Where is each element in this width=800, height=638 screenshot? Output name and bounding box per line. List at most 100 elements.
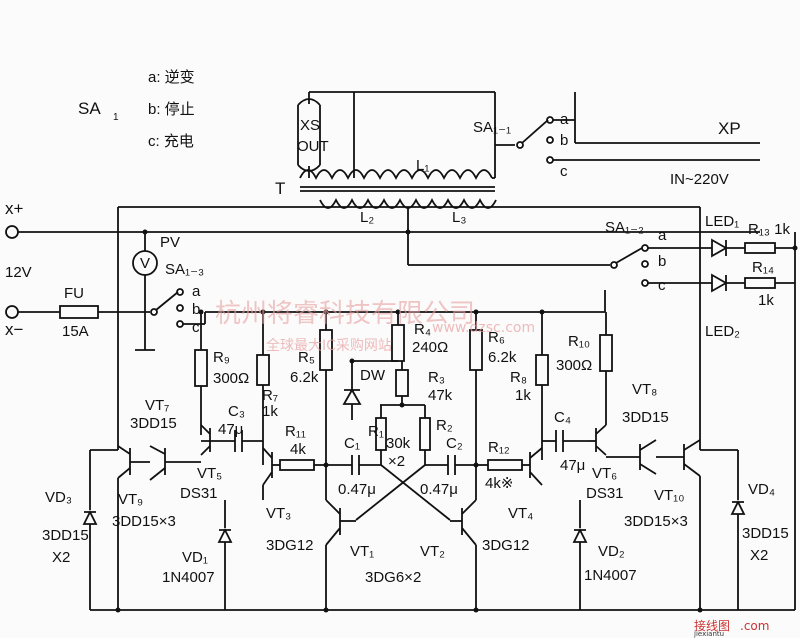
label-vd4m: 3DD15 xyxy=(742,525,789,542)
label-r5: R₅ xyxy=(298,349,315,366)
transistor-vt9: VT₉ 3DD15×3 xyxy=(112,445,176,530)
label-vt12m: 3DG6×2 xyxy=(365,569,421,586)
label-r11: R₁₁ xyxy=(285,423,306,440)
label-l2: L₂ xyxy=(360,209,374,226)
label-c2: C₂ xyxy=(446,435,463,452)
label-xminus: x− xyxy=(5,320,24,339)
diode-vd1: VD₁ 1N4007 xyxy=(162,500,233,610)
label-r8: R₈ xyxy=(510,369,527,386)
label-r11v: 4k xyxy=(290,441,306,458)
transistor-vt4: VT₄ 3DG12 xyxy=(482,447,543,554)
transistor-vt2: VT₂ xyxy=(420,499,477,560)
corner-logo-url: jiexiantu xyxy=(693,630,724,638)
diode-vd3: VD₃ 3DD15 X2 xyxy=(42,450,98,610)
transformer: L₁ T L₂ L₃ xyxy=(275,157,497,226)
label-c1: C₁ xyxy=(344,435,360,452)
label-r8v: 1k xyxy=(515,387,531,404)
label-vt8: VT₈ xyxy=(632,381,657,398)
label-vt6: VT₆ xyxy=(592,465,617,482)
corner-logo: 接线图 jiexiantu .com xyxy=(693,618,769,638)
label-l1: L₁ xyxy=(416,157,429,174)
resistor-r14 xyxy=(744,277,776,289)
sa12-b: b xyxy=(658,253,666,270)
legend-switch-sub: 1 xyxy=(113,112,119,123)
label-vt7: VT₇ xyxy=(145,397,169,414)
label-v: V xyxy=(140,255,150,272)
xs-out-socket: XS OUT xyxy=(297,91,495,178)
label-r7v: 1k xyxy=(262,403,278,420)
label-vd3: VD₃ xyxy=(45,489,72,506)
label-r1x: ×2 xyxy=(388,453,405,470)
label-vt7m: 3DD15 xyxy=(130,415,177,432)
label-c1v: 0.47μ xyxy=(338,481,376,498)
transistor-vt8: VT₈ 3DD15 xyxy=(606,381,669,475)
legend-a: a: 逆变 xyxy=(148,69,195,86)
transistor-vt3: VT₃ 3DG12 xyxy=(262,447,314,554)
corner-logo-cn: 接线图 xyxy=(694,618,730,633)
resistor-r10: R₁₀ 300Ω xyxy=(556,333,613,374)
resistor-r12: R₁₂ 4k※ xyxy=(485,439,523,492)
sa13-c: c xyxy=(192,319,200,336)
label-c4: C₄ xyxy=(554,409,571,426)
label-r6v: 6.2k xyxy=(488,349,517,366)
label-out: OUT xyxy=(297,138,329,155)
label-l3: L₃ xyxy=(452,209,466,226)
label-r5v: 6.2k xyxy=(290,369,319,386)
capacitor-c2: C₂ 0.47μ xyxy=(420,435,463,498)
sa13-a: a xyxy=(192,283,201,300)
label-vt1: VT₁ xyxy=(350,543,374,560)
capacitor-c4: C₄ 47μ xyxy=(554,409,585,474)
label-vd3x: X2 xyxy=(52,549,70,566)
transistor-vt6: VT₆ DS31 xyxy=(586,424,624,502)
legend-switch: SA xyxy=(78,99,101,118)
terminal-plus xyxy=(5,225,19,239)
label-led2: LED₂ xyxy=(705,323,740,340)
label-r13: R₁₃ 1k xyxy=(748,221,791,238)
label-vt6m: DS31 xyxy=(586,485,624,502)
label-c2v: 0.47μ xyxy=(420,481,458,498)
led-1: LED₁ xyxy=(705,213,739,258)
label-vd1m: 1N4007 xyxy=(162,569,215,586)
label-r10: R₁₀ xyxy=(568,333,590,350)
resistor-r9: R₉ 300Ω xyxy=(194,349,249,387)
label-vd4: VD₄ xyxy=(748,481,775,498)
label-sa11: SA₁₋₁ xyxy=(473,119,511,136)
capacitor-c3: C₃ 47μ xyxy=(218,403,245,452)
label-vt10m: 3DD15×3 xyxy=(624,513,688,530)
label-vt5: VT₅ xyxy=(197,465,222,482)
label-vt3m: 3DG12 xyxy=(266,537,314,554)
resistor-r4: R₄ 240Ω xyxy=(391,321,448,362)
label-c3: C₃ xyxy=(228,403,245,420)
transistor-vt7: VT₇ 3DD15 xyxy=(130,397,201,481)
watermark-url: www.dzsc.com xyxy=(432,320,535,336)
label-vd2m: 1N4007 xyxy=(584,567,637,584)
label-r3v: 47k xyxy=(428,387,453,404)
label-vt9m: 3DD15×3 xyxy=(112,513,176,530)
terminal-minus xyxy=(5,305,19,319)
label-r1: R₁ xyxy=(368,423,384,440)
label-r4v: 240Ω xyxy=(412,339,448,356)
label-r14: R₁₄ xyxy=(752,259,774,276)
label-r4: R₄ xyxy=(414,321,431,338)
sa12-c: c xyxy=(658,277,666,294)
fuse-fu: FU 15A xyxy=(59,285,99,340)
transistor-vt10: VT₁₀ 3DD15×3 xyxy=(624,439,701,530)
label-r12v: 4k※ xyxy=(485,475,513,492)
label-vd3m: 3DD15 xyxy=(42,527,89,544)
label-dw: DW xyxy=(360,367,386,384)
label-r2: R₂ xyxy=(436,417,453,434)
label-vd4x: X2 xyxy=(750,547,768,564)
label-c3v: 47μ xyxy=(218,421,243,438)
corner-logo-com: .com xyxy=(740,619,769,633)
sa12-a: a xyxy=(658,227,667,244)
switch-sa1-1: SA₁₋₁ a b c xyxy=(473,111,569,180)
voltmeter-pv: V PV xyxy=(132,232,180,300)
sa11-c: c xyxy=(560,163,568,180)
label-r14v: 1k xyxy=(758,292,774,309)
label-r6: R₆ xyxy=(488,329,505,346)
label-fu-val: 15A xyxy=(62,323,89,340)
led-2: LED₂ xyxy=(705,273,740,340)
resistor-r1: R₁ 30k ×2 xyxy=(368,417,411,470)
